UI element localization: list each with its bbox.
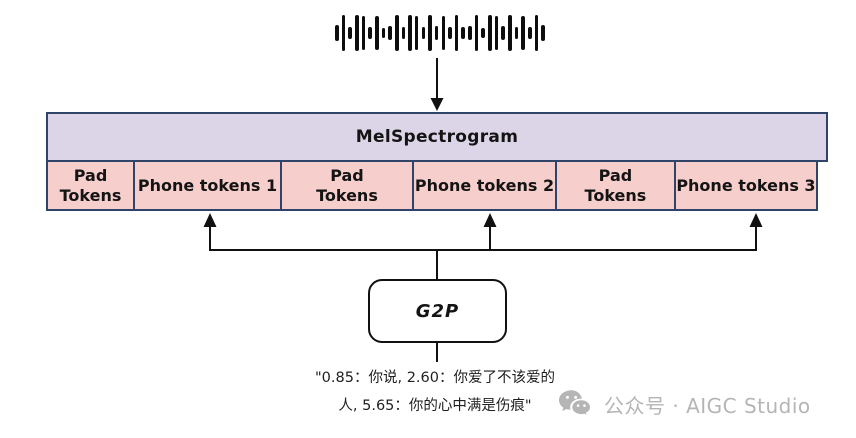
- token-cell-label-line: Pad: [73, 166, 108, 186]
- caption: "0.85：你说, 2.60：你爱了不该爱的人, 5.65：你的心中满是伤痕": [225, 364, 645, 421]
- waveform-bar: [474, 15, 479, 51]
- waveform-bar: [368, 27, 372, 39]
- caption-line: "0.85：你说, 2.60：你爱了不该爱的: [315, 370, 555, 386]
- waveform-bar: [508, 15, 512, 51]
- waveform-bar: [488, 15, 492, 51]
- token-cell-label-line: Pad: [330, 166, 364, 186]
- g2p-box: G2P: [368, 279, 507, 343]
- waveform-bar: [454, 15, 459, 51]
- waveform-bar: [434, 26, 439, 40]
- cell-phone-tokens-3: Phone tokens 3: [673, 160, 818, 211]
- audio-waveform-icon: [335, 12, 545, 54]
- token-cell-label-line: Pad: [598, 166, 633, 186]
- waveform-bar: [501, 26, 505, 40]
- cell-phone-tokens-1: Phone tokens 1: [132, 160, 282, 211]
- waveform-bar: [461, 27, 466, 39]
- waveform-bar: [481, 28, 486, 38]
- watermark: 公众号 · AIGC Studio: [558, 389, 811, 420]
- token-cell-label-line: Phone tokens 1: [137, 175, 278, 195]
- waveform-bar: [394, 15, 399, 51]
- waveform-bar: [494, 16, 499, 50]
- waveform-bar: [335, 25, 339, 41]
- token-cell-label-line: Tokens: [584, 185, 647, 205]
- g2p-label: G2P: [415, 300, 460, 322]
- watermark-text: 公众号 · AIGC Studio: [604, 394, 811, 418]
- waveform-bar: [541, 25, 545, 41]
- waveform-bar: [381, 28, 386, 38]
- token-cell-label-line: Phone tokens 2: [414, 175, 555, 195]
- waveform-bar: [514, 27, 519, 39]
- waveform-bar: [361, 16, 366, 50]
- waveform-bar: [348, 27, 352, 39]
- waveform-bar: [521, 16, 525, 50]
- waveform-bar: [428, 15, 432, 51]
- waveform-bar: [414, 16, 419, 50]
- melspectrogram-box: MelSpectrogram: [46, 112, 828, 162]
- melspectrogram-label: MelSpectrogram: [355, 127, 519, 147]
- waveform-bar: [341, 15, 346, 51]
- arrow-branch-g2p-to-tokens: [203, 213, 763, 281]
- caption-line: 人, 5.65：你的心中满是伤痕": [338, 398, 532, 415]
- waveform-bar: [448, 27, 452, 39]
- wechat-icon: [559, 390, 592, 418]
- waveform-bar: [401, 27, 406, 39]
- cell-phone-tokens-2: Phone tokens 2: [411, 160, 557, 211]
- token-cell-label-line: Tokens: [316, 185, 378, 205]
- waveform-bar: [468, 26, 472, 40]
- waveform-bar: [374, 16, 379, 50]
- token-cell-label-line: Tokens: [59, 185, 122, 205]
- waveform-bar: [354, 15, 359, 51]
- waveform-bar: [534, 15, 539, 51]
- token-cell-label-line: Phone tokens 3: [676, 175, 816, 195]
- arrow-down-waveform-to-mel: [430, 58, 444, 111]
- waveform-bar: [408, 15, 412, 51]
- waveform-bar: [388, 26, 392, 40]
- waveform-bar: [421, 27, 426, 39]
- waveform-bar: [441, 16, 446, 50]
- waveform-bar: [528, 27, 532, 39]
